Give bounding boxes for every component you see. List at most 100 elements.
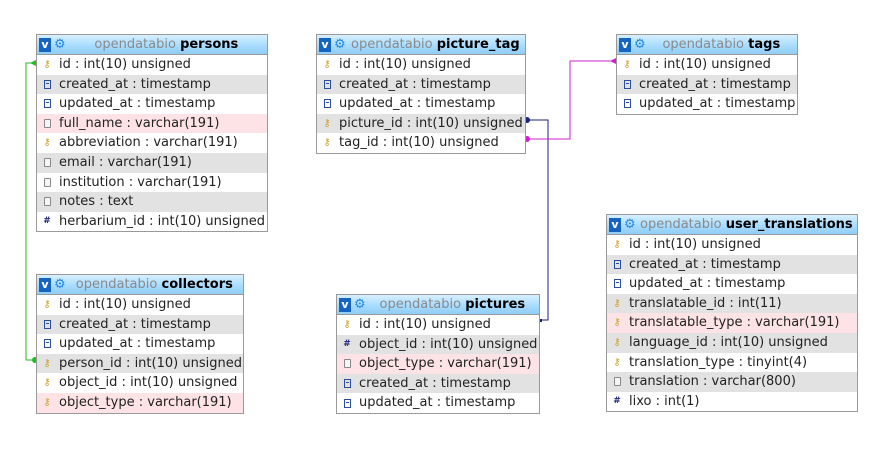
table-header-user-translations[interactable]: v⚙opendatabio user_translations [607, 215, 857, 235]
gear-icon[interactable]: ⚙ [354, 296, 366, 312]
timestamp-icon [324, 79, 331, 89]
table-header-persons[interactable]: v⚙opendatabio persons [37, 35, 267, 55]
table-column-row[interactable]: ⚷id : int(10) unsigned [37, 55, 267, 75]
table-column-row[interactable]: full_name : varchar(191) [37, 113, 267, 134]
column-definition: tag_id : int(10) unsigned [339, 135, 499, 151]
table-title: opendatabio pictures [366, 297, 539, 312]
table-picture-tag[interactable]: v⚙ opendatabio picture_tag ⚷id : int(10) u… [316, 34, 526, 154]
column-definition: object_type : varchar(191) [59, 394, 232, 410]
table-column-row[interactable]: updated_at : timestamp [337, 393, 539, 413]
key-icon: ⚷ [323, 117, 331, 129]
collapse-toggle-icon[interactable]: v [609, 217, 621, 232]
relation-picture-tag-pictures [524, 117, 549, 322]
table-column-row[interactable]: ⚷ translatable_type : varchar(191) [607, 313, 857, 333]
table-title: opendatabio persons [66, 37, 267, 52]
gear-icon[interactable]: ⚙ [334, 36, 346, 52]
database-name: opendatabio [75, 277, 158, 292]
collapse-toggle-icon[interactable]: v [619, 37, 631, 52]
table-name: picture_tag [436, 37, 520, 52]
column-definition: translatable_type : varchar(191) [629, 315, 840, 331]
table-column-row[interactable]: created_at : timestamp [37, 74, 267, 95]
collapse-toggle-icon[interactable]: v [39, 277, 51, 292]
table-user-translations[interactable]: v⚙opendatabio user_translations⚷id : int… [606, 214, 858, 413]
column-definition: picture_id : int(10) unsigned [339, 115, 523, 131]
table-column-row[interactable]: created_at : timestamp [37, 314, 243, 335]
table-column-row[interactable]: created_at : timestamp [337, 373, 539, 394]
table-header-tags[interactable]: v⚙opendatabio tags [617, 35, 797, 55]
table-column-row[interactable]: ⚷translatable_id : int(11) [607, 293, 857, 314]
column-definition: institution : varchar(191) [59, 174, 222, 190]
table-column-row[interactable]: #object_id : int(10) unsigned [337, 334, 539, 355]
timestamp-icon [44, 339, 51, 349]
column-definition: updated_at : timestamp [639, 96, 796, 112]
gear-icon[interactable]: ⚙ [624, 216, 636, 232]
table-header-collectors[interactable]: v⚙opendatabio collectors [37, 275, 243, 295]
table-column-row[interactable]: ⚷id : int(10) unsigned [337, 315, 539, 335]
key-icon: ⚷ [323, 59, 331, 70]
table-column-row[interactable]: ⚷ object_type : varchar(191) [37, 392, 243, 413]
table-column-row[interactable]: notes : text [37, 192, 267, 212]
column-definition: translatable_id : int(11) [629, 295, 782, 311]
table-column-row[interactable]: updated_at : timestamp [317, 94, 525, 114]
collapse-toggle-icon[interactable]: v [39, 37, 51, 52]
table-name: collectors [161, 277, 233, 292]
database-name: opendatabio [351, 37, 433, 52]
table-persons[interactable]: v⚙opendatabio persons⚷id : int(10) unsig… [36, 34, 268, 233]
table-column-row[interactable]: ⚷ picture_id : int(10) unsigned [317, 113, 525, 134]
gear-icon[interactable]: ⚙ [54, 276, 66, 292]
gear-icon[interactable]: ⚙ [54, 36, 66, 52]
key-icon: ⚷ [613, 317, 621, 329]
database-name: opendatabio [662, 37, 745, 52]
column-definition: created_at : timestamp [629, 256, 781, 272]
database-name: opendatabio [94, 37, 176, 52]
key-icon: ⚷ [43, 396, 51, 408]
table-column-row[interactable]: #lixo : int(1) [607, 391, 857, 412]
table-column-row[interactable]: updated_at : timestamp [607, 274, 857, 294]
table-column-row[interactable]: ⚷ tag_id : int(10) unsigned [317, 133, 525, 153]
collapse-toggle-icon[interactable]: v [339, 297, 351, 312]
table-column-row[interactable]: institution : varchar(191) [37, 172, 267, 193]
text-icon [44, 177, 51, 187]
table-column-row[interactable]: translation : varchar(800) [607, 372, 857, 392]
table-collectors[interactable]: v⚙opendatabio collectors⚷id : int(10) un… [36, 274, 244, 414]
column-definition: herbarium_id : int(10) unsigned [59, 213, 266, 229]
table-pictures[interactable]: v⚙opendatabio pictures⚷id : int(10) unsi… [336, 294, 540, 414]
column-definition: updated_at : timestamp [359, 395, 516, 411]
table-header-picture-tag[interactable]: v⚙ opendatabio picture_tag [317, 35, 525, 55]
column-definition: email : varchar(191) [59, 154, 192, 170]
table-column-row[interactable]: ⚷translation_type : tinyint(4) [607, 352, 857, 373]
table-column-row[interactable]: #herbarium_id : int(10) unsigned [37, 211, 267, 232]
table-column-row[interactable]: ⚷abbreviation : varchar(191) [37, 133, 267, 153]
table-column-row[interactable]: updated_at : timestamp [37, 94, 267, 114]
table-column-row[interactable]: updated_at : timestamp [37, 334, 243, 354]
column-definition: translation : varchar(800) [629, 374, 796, 390]
key-icon: ⚷ [43, 299, 51, 310]
table-column-row[interactable]: updated_at : timestamp [617, 94, 797, 114]
table-column-row[interactable]: ⚷id : int(10) unsigned [317, 55, 525, 75]
table-column-row[interactable]: created_at : timestamp [607, 254, 857, 275]
table-column-row[interactable]: email : varchar(191) [37, 152, 267, 173]
table-header-pictures[interactable]: v⚙opendatabio pictures [337, 295, 539, 315]
key-icon: ⚷ [323, 137, 331, 149]
table-column-row[interactable]: ⚷language_id : int(10) unsigned [607, 332, 857, 353]
gear-icon[interactable]: ⚙ [634, 36, 646, 52]
table-column-row[interactable]: ⚷person_id : int(10) unsigned [37, 353, 243, 374]
key-icon: ⚷ [43, 357, 51, 369]
key-icon: ⚷ [43, 377, 51, 389]
table-column-row[interactable]: ⚷id : int(10) unsigned [607, 235, 857, 255]
timestamp-icon [614, 279, 621, 289]
table-column-row[interactable]: created_at : timestamp [617, 74, 797, 95]
table-column-row[interactable]: ⚷object_id : int(10) unsigned [37, 373, 243, 393]
collapse-toggle-icon[interactable]: v [319, 37, 331, 52]
timestamp-icon [44, 99, 51, 109]
table-title: opendatabio collectors [66, 277, 243, 292]
table-tags[interactable]: v⚙opendatabio tags⚷id : int(10) unsigned… [616, 34, 798, 115]
column-definition: created_at : timestamp [59, 316, 211, 332]
table-column-row[interactable]: ⚷id : int(10) unsigned [617, 55, 797, 75]
table-column-row[interactable]: created_at : timestamp [317, 74, 525, 95]
table-column-row[interactable]: object_type : varchar(191) [337, 354, 539, 374]
column-definition: created_at : timestamp [339, 76, 491, 92]
table-name: user_translations [725, 217, 853, 232]
table-column-row[interactable]: ⚷id : int(10) unsigned [37, 295, 243, 315]
